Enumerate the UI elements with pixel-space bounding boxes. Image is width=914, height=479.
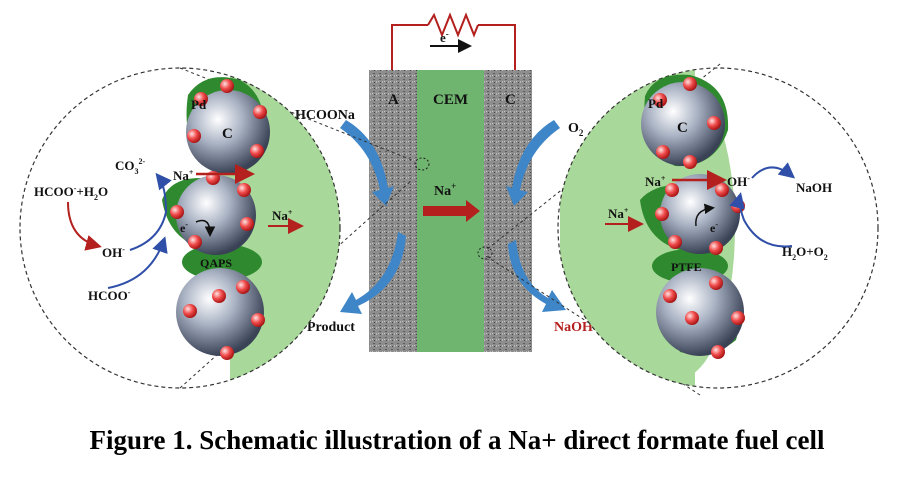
svg-text:e-: e- [440, 29, 449, 45]
svg-text:HCOO-+H2O: HCOO-+H2O [34, 184, 108, 202]
anode-layer [369, 70, 417, 352]
svg-text:e-: e- [180, 220, 188, 235]
anode-exhaust-arrow [340, 232, 406, 314]
fuel-cell: A CEM C Na+ [369, 70, 532, 352]
cathode-exhaust-arrow [508, 240, 566, 312]
carbon-particle [186, 90, 270, 174]
svg-text:OH-: OH- [102, 245, 125, 260]
cathode-label: C [505, 92, 516, 108]
carbon-particle [656, 268, 744, 356]
pd-nanoparticles [170, 79, 267, 360]
pd-label: Pd [191, 97, 207, 112]
naoh-product-label: NaOH [796, 180, 832, 195]
membrane-label: CEM [433, 92, 468, 108]
carbon-particle [176, 175, 256, 255]
svg-text:H2O+O2: H2O+O2 [782, 244, 828, 262]
anode-output-label: Product [307, 320, 355, 335]
carbon-label: C [677, 120, 688, 136]
anode-label: A [388, 92, 399, 108]
qaps-label: QAPS [200, 256, 232, 270]
pd-label: Pd [648, 96, 664, 111]
external-circuit: e- [391, 12, 516, 72]
cathode-feed-label: O2 [568, 121, 584, 138]
cathode-layer [484, 70, 532, 352]
svg-text:CO32-: CO32- [115, 157, 146, 176]
anode-feed-label: HCOONa [295, 108, 355, 123]
cathode-zoom: Pd C Na+ Na+ OH- NaOH H2O+O2 e- PTFE [557, 67, 879, 389]
svg-text:OH-: OH- [727, 174, 750, 189]
cathode-flow: O2 NaOH [506, 120, 593, 335]
carbon-label: C [222, 126, 233, 142]
svg-text:HCOO-: HCOO- [88, 288, 131, 303]
svg-text:Na+: Na+ [272, 208, 293, 223]
cathode-feed-arrow [506, 120, 560, 206]
svg-text:Na+: Na+ [434, 181, 456, 199]
svg-text:Na+: Na+ [645, 174, 666, 189]
cation-transport-arrow [423, 200, 480, 222]
qaps-binder [182, 244, 262, 280]
svg-text:Na+: Na+ [173, 168, 194, 183]
resistor-icon [427, 12, 479, 38]
svg-text:Na+: Na+ [608, 206, 629, 221]
anode-feed-arrow [340, 120, 394, 206]
svg-text:e-: e- [710, 220, 718, 235]
ptfe-label: PTFE [671, 260, 702, 274]
anode-zoom: Pd C CO32- Na+ Na+ HCOO-+H2O OH- e- HCOO… [19, 67, 341, 389]
cathode-output-label: NaOH [554, 320, 593, 335]
figure-caption: Figure 1. Schematic illustration of a Na… [89, 425, 825, 455]
